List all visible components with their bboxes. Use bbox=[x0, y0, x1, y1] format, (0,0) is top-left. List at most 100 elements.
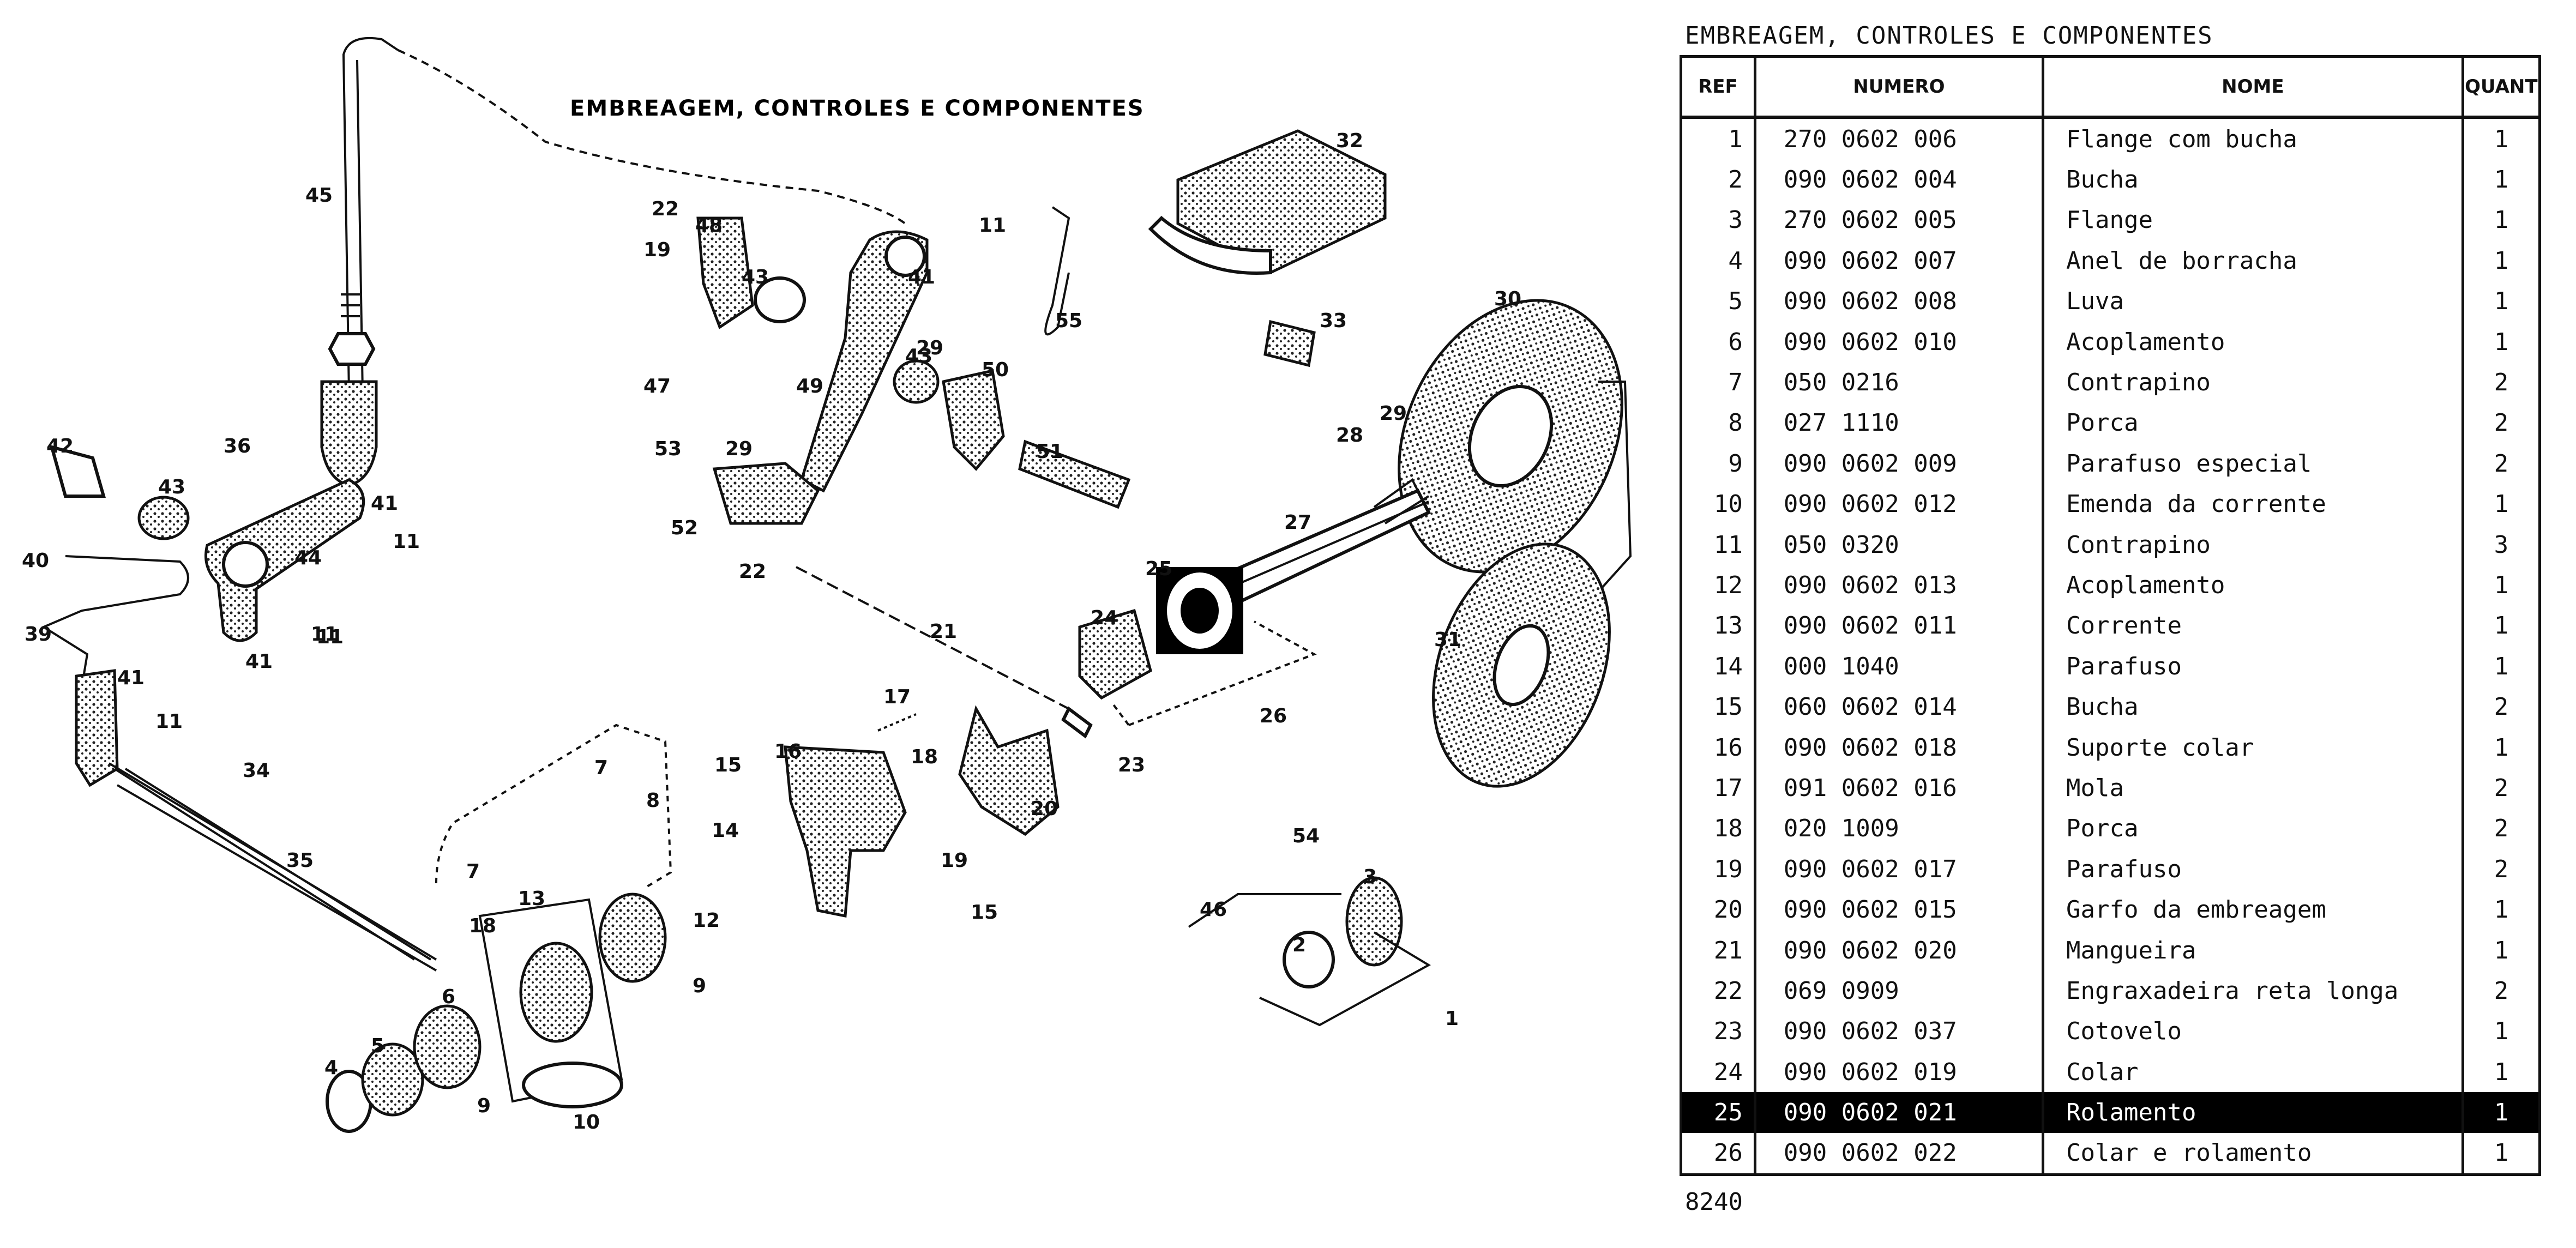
clutch-lining-box-part bbox=[1148, 129, 1387, 367]
cell-ref: 12 bbox=[1680, 565, 1756, 606]
part-label: 41 bbox=[371, 492, 398, 515]
cell-ref: 10 bbox=[1680, 484, 1756, 524]
clutch-disc-part bbox=[1432, 542, 1611, 788]
cell-quant: 2 bbox=[2461, 808, 2542, 849]
cell-numero: 270 0602 005 bbox=[1753, 200, 2045, 241]
cell-nome: Corrente bbox=[2042, 605, 2464, 647]
cell-quant: 1 bbox=[2461, 646, 2542, 687]
cell-ref: 7 bbox=[1680, 362, 1756, 403]
header-ref: REF bbox=[1680, 55, 1756, 119]
cell-nome: Rolamento bbox=[2042, 1092, 2464, 1133]
part-label: 43 bbox=[905, 345, 932, 367]
cell-ref: 23 bbox=[1680, 1011, 1756, 1052]
cell-numero: 090 0602 037 bbox=[1753, 1011, 2045, 1052]
part-label: 6 bbox=[442, 986, 455, 1008]
cell-quant: 1 bbox=[2461, 159, 2542, 200]
cell-numero: 090 0602 018 bbox=[1753, 727, 2045, 768]
cell-numero: 270 0602 006 bbox=[1753, 117, 2045, 160]
cell-quant: 1 bbox=[2461, 117, 2542, 160]
cell-ref: 20 bbox=[1680, 889, 1756, 930]
part-label: 17 bbox=[883, 686, 911, 708]
part-label: 41 bbox=[908, 266, 935, 288]
cell-numero: 090 0602 008 bbox=[1753, 281, 2045, 322]
header-numero: NUMERO bbox=[1753, 55, 2045, 119]
cell-nome: Bucha bbox=[2042, 686, 2464, 727]
cell-numero: 027 1110 bbox=[1753, 402, 2045, 444]
part-label: 42 bbox=[46, 435, 74, 457]
part-label: 22 bbox=[652, 198, 679, 220]
cell-ref: 22 bbox=[1680, 970, 1756, 1011]
part-label: 4 bbox=[324, 1057, 338, 1079]
part-label: 35 bbox=[286, 849, 314, 872]
cell-nome: Acoplamento bbox=[2042, 565, 2464, 606]
cell-numero: 091 0602 016 bbox=[1753, 768, 2045, 809]
flange-bushing-part bbox=[1188, 876, 1431, 1027]
part-label: 18 bbox=[469, 915, 496, 937]
part-label: 3 bbox=[1363, 866, 1377, 888]
cell-numero: 050 0216 bbox=[1753, 362, 2045, 403]
header-nome: NOME bbox=[2042, 55, 2464, 119]
part-label: 21 bbox=[930, 620, 957, 643]
part-label: 11 bbox=[316, 626, 344, 648]
cell-nome: Parafuso bbox=[2042, 646, 2464, 687]
cell-ref: 14 bbox=[1680, 646, 1756, 687]
cell-ref: 6 bbox=[1680, 321, 1756, 363]
cell-numero: 090 0602 020 bbox=[1753, 930, 2045, 971]
cell-quant: 1 bbox=[2461, 1132, 2542, 1177]
part-label: 24 bbox=[1091, 607, 1118, 629]
cell-ref: 13 bbox=[1680, 605, 1756, 647]
diagram-title: EMBREAGEM, CONTROLES E COMPONENTES bbox=[570, 96, 1145, 121]
part-label: 12 bbox=[693, 909, 720, 932]
cell-ref: 9 bbox=[1680, 443, 1756, 484]
part-label: 11 bbox=[393, 530, 420, 553]
part-label: 19 bbox=[941, 849, 968, 872]
cell-quant: 1 bbox=[2461, 1051, 2542, 1093]
cell-quant: 3 bbox=[2461, 524, 2542, 565]
cell-numero: 069 0909 bbox=[1753, 970, 2045, 1011]
part-label: 39 bbox=[25, 623, 52, 646]
part-label: 31 bbox=[1434, 629, 1461, 651]
cell-quant: 2 bbox=[2461, 443, 2542, 484]
part-label: 41 bbox=[117, 667, 145, 689]
cell-quant: 2 bbox=[2461, 849, 2542, 890]
part-label: 9 bbox=[693, 975, 706, 997]
part-label: 40 bbox=[22, 550, 49, 572]
cell-quant: 2 bbox=[2461, 768, 2542, 809]
part-label: 13 bbox=[518, 888, 545, 910]
part-label: 1 bbox=[1445, 1008, 1459, 1030]
part-label: 43 bbox=[742, 266, 769, 288]
part-label: 15 bbox=[714, 754, 742, 776]
cell-nome: Parafuso especial bbox=[2042, 443, 2464, 484]
part-label: 7 bbox=[594, 757, 608, 779]
part-label: 8 bbox=[646, 789, 660, 812]
parts-catalog: EMBREAGEM, CONTROLES E COMPONENTES REF N… bbox=[1680, 22, 2552, 1216]
part-label: 11 bbox=[979, 214, 1006, 237]
part-label: 2 bbox=[1292, 934, 1306, 956]
cell-ref: 5 bbox=[1680, 281, 1756, 322]
part-label: 52 bbox=[671, 517, 698, 539]
cell-quant: 1 bbox=[2461, 321, 2542, 363]
part-label: 54 bbox=[1292, 825, 1320, 847]
cell-ref: 2 bbox=[1680, 159, 1756, 200]
shaft-part bbox=[1213, 478, 1431, 607]
cell-ref: 21 bbox=[1680, 930, 1756, 971]
part-label: 50 bbox=[982, 359, 1009, 381]
cell-ref: 24 bbox=[1680, 1051, 1756, 1093]
part-label: 53 bbox=[654, 438, 682, 460]
part-label: 22 bbox=[739, 560, 766, 583]
cell-ref: 26 bbox=[1680, 1132, 1756, 1177]
cell-quant: 1 bbox=[2461, 930, 2542, 971]
cell-quant: 1 bbox=[2461, 565, 2542, 606]
lever-part bbox=[41, 444, 437, 972]
